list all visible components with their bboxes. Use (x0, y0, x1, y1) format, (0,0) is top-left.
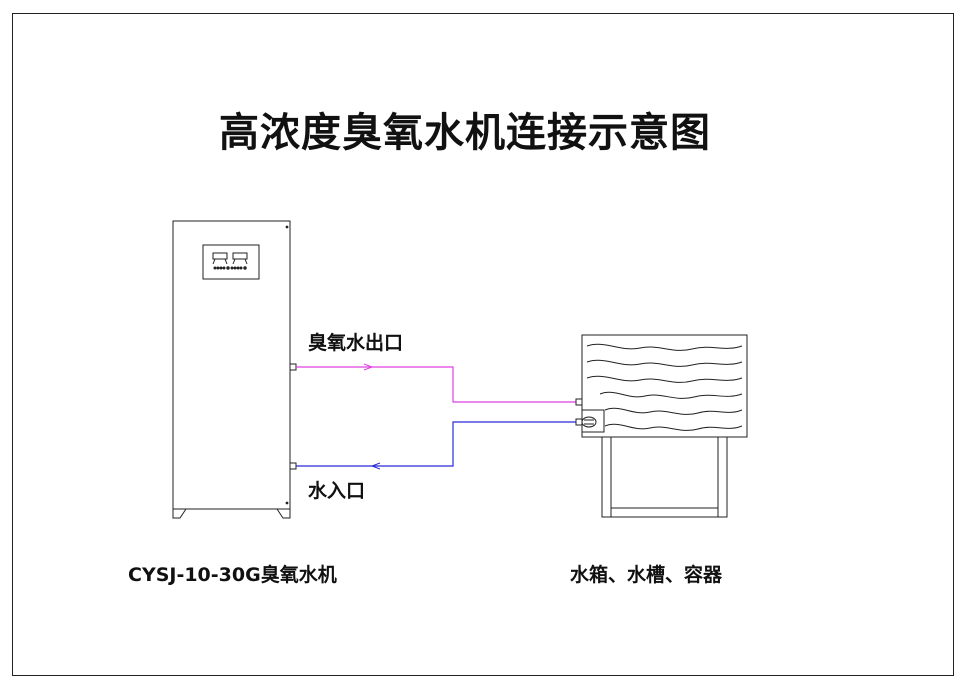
water-inlet-pipe (296, 421, 576, 470)
flow-arrow-right (363, 363, 374, 371)
control-panel (202, 244, 260, 280)
ozone-water-outlet-pipe (296, 363, 576, 403)
flow-arrow-left (370, 462, 381, 470)
inlet-port (289, 462, 297, 470)
tank-stand (601, 436, 728, 518)
cabinet-screw (285, 225, 289, 229)
cabinet-screw (285, 501, 289, 505)
drawing-frame (12, 13, 954, 676)
diffuser-head (581, 416, 597, 428)
tank-body (581, 334, 748, 438)
tank-inlet-fitting (575, 418, 583, 426)
outlet-port (289, 363, 297, 371)
water-tank (575, 334, 748, 518)
machine-cabinet (172, 220, 291, 510)
machine-foot-left (172, 508, 187, 519)
water-waves (586, 343, 743, 431)
machine-foot-right (276, 508, 291, 519)
tank-label: 水箱、水槽、容器 (570, 564, 723, 586)
diagram-title: 高浓度臭氧水机连接示意图 (219, 110, 711, 156)
water-inlet-label: 水入口 (308, 480, 366, 502)
ozone-water-machine (172, 220, 297, 519)
ozone-water-outlet-label: 臭氧水出口 (308, 332, 404, 354)
tank-outlet-fitting (575, 398, 583, 406)
display-window (212, 252, 228, 260)
display-window (232, 252, 248, 260)
machine-model-label: CYSJ-10-30G臭氧水机 (128, 564, 337, 586)
diffuser-box (581, 409, 605, 433)
